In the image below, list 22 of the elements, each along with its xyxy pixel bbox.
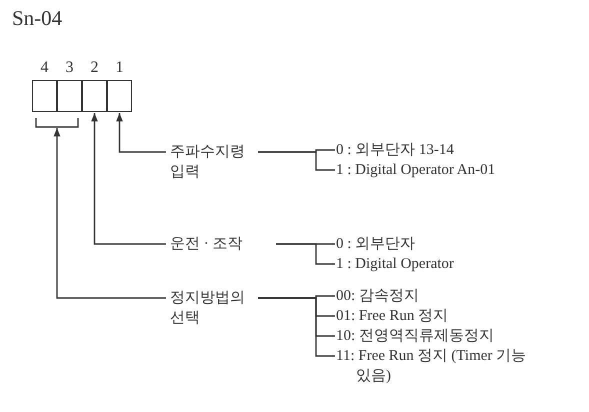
- arrow: [91, 113, 166, 245]
- option-label: 10: 전영역직류제동정지: [336, 327, 495, 346]
- digit-label: 2: [90, 58, 100, 78]
- digit-label: 3: [64, 58, 74, 78]
- option-label: 1 : Digital Operator: [336, 255, 455, 274]
- tree-line: [258, 297, 335, 357]
- arrow: [54, 128, 166, 299]
- tree-line: [258, 151, 335, 171]
- function-label: 주파수지령 입력: [170, 143, 246, 182]
- option-label: 0 : 외부단자: [336, 235, 416, 254]
- option-label: 0 : 외부단자 13-14: [336, 141, 455, 160]
- arrow: [116, 113, 166, 153]
- digit-label: 1: [114, 58, 124, 78]
- function-label: 정지방법의 선택: [170, 289, 246, 328]
- option-label: 1 : Digital Operator An-01: [336, 161, 496, 180]
- option-label: 11: Free Run 정지 (Timer 기능있음): [336, 347, 528, 386]
- tree-line: [276, 243, 335, 265]
- function-label: 운전 · 조작: [170, 235, 244, 254]
- option-label: 00: 감속정지: [336, 287, 420, 306]
- digit-label: 4: [40, 58, 50, 78]
- option-label: 01: Free Run 정지: [336, 307, 450, 326]
- title: Sn-04: [12, 5, 62, 31]
